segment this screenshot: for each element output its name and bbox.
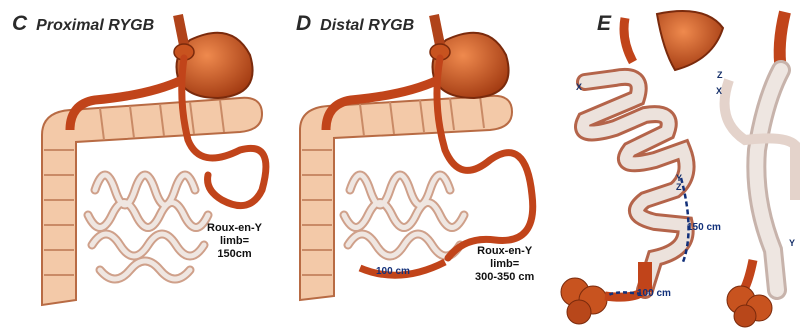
esophagus [434,15,440,45]
marker-x-left: X [576,82,582,92]
panel-e-100-label: 100 cm [637,288,671,299]
panel-c-limb-label: Roux-en-Y limb= 150cm [207,222,262,261]
cecum-right [727,286,772,327]
esophagus [178,15,184,45]
panel-d-common-channel-label: 100 cm [376,266,410,277]
panel-e-limb-measurement: E X Y [545,0,812,328]
limb-label-line-2: limb= [207,235,262,248]
panel-e-150-label: 150 cm [687,222,721,233]
limb-label-line-2: limb= [475,258,534,271]
limb-label-line-1: Roux-en-Y [475,245,534,258]
proximal-rygb-illustration [0,0,280,328]
limb-label-line-3: 300-350 cm [475,271,534,284]
panel-d-limb-label: Roux-en-Y limb= 300-350 cm [475,245,534,284]
limb-measurement-illustration [545,0,812,328]
marker-y-right: Y [789,238,795,248]
stomach-remnant-e [657,11,723,70]
cecum-left [561,278,607,324]
marker-x-right: X [716,86,722,96]
limb-label-line-3: 150cm [207,248,262,261]
marker-z-right: Z [717,70,723,80]
marker-z-left: Z [676,182,682,192]
limb-label-line-1: Roux-en-Y [207,222,262,235]
